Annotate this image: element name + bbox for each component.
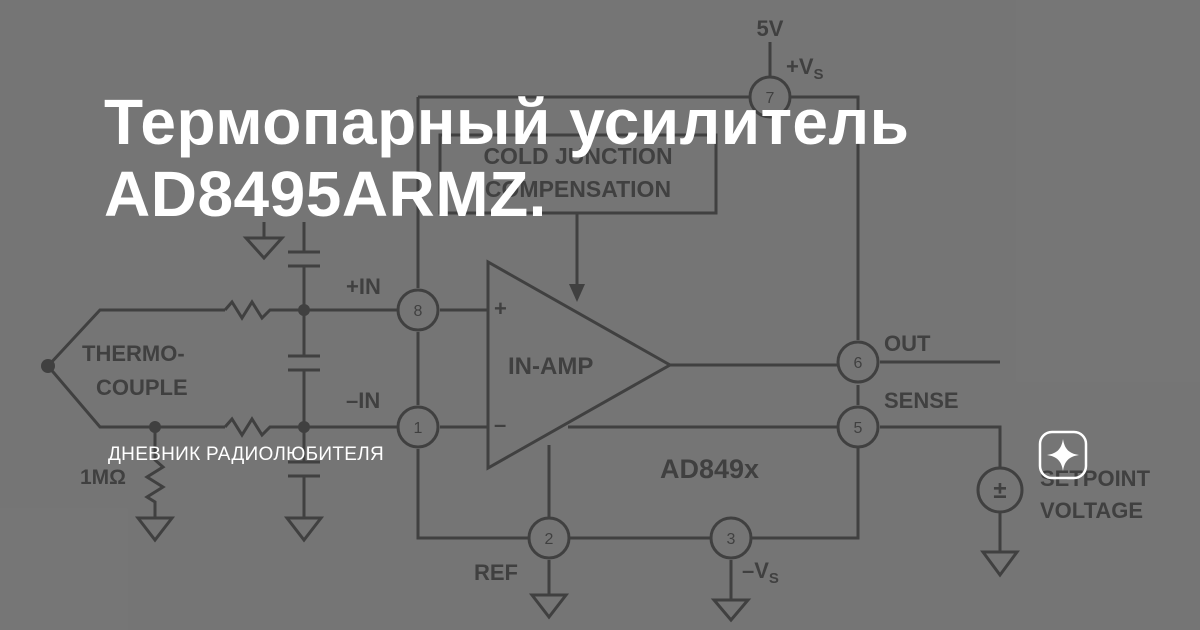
title-line-1: Термопарный усилитель [104,86,910,158]
sparkle-star-icon [1038,430,1088,480]
cjc-arrow-head [569,284,585,302]
chip-label: AD849x [660,454,759,484]
ref-label: REF [474,560,518,585]
out-label: OUT [884,331,931,356]
capacitor-top [288,222,320,310]
amp-plus-sign: + [494,296,507,321]
title-line-2: AD8495ARMZ. [104,158,547,230]
pin-2: 2 [545,531,554,548]
ground-symbols [134,222,1020,623]
pin-6: 6 [854,355,863,372]
supply-voltage-label: 5V [757,16,784,41]
resistor-value-label: 1MΩ [80,466,126,489]
in-amp-label: IN-AMP [508,353,593,380]
amp-minus-sign: – [494,412,506,437]
sense-label: SENSE [884,388,959,413]
setpoint-source-sign: ± [993,477,1006,504]
pin-3: 3 [727,531,736,548]
cjc-label-line2: COMPENSATION [485,176,671,202]
pin-1: 1 [414,420,423,437]
pin-7: 7 [766,90,775,107]
channel-name: ДНЕВНИК РАДИОЛЮБИТЕЛЯ [108,444,385,465]
in-positive-label: +IN [346,274,381,299]
in-amp-triangle [486,259,674,471]
vs-positive-label: +VS [786,54,824,83]
junction-dots [41,304,310,433]
setpoint-label-line2: VOLTAGE [1040,498,1143,523]
thermocouple-label-line2: COUPLE [96,375,188,400]
chip-outline [416,95,860,540]
thermocouple-label-line1: THERMO- [82,341,185,366]
article-title: Термопарный усилитель AD8495ARMZ. [104,86,1004,230]
cjc-label-line1: COLD JUNCTION [483,143,672,169]
in-negative-label: –IN [346,388,380,413]
resistor-bottom [223,416,398,438]
thermocouple-wires [46,308,225,429]
pin-5: 5 [854,420,863,437]
resistor-top [223,299,398,321]
pin-8: 8 [414,303,423,320]
capacitor-mid [288,310,320,427]
vs-negative-label: –VS [742,558,779,587]
pin-circles [396,75,880,560]
capacitor-bottom [288,427,320,518]
